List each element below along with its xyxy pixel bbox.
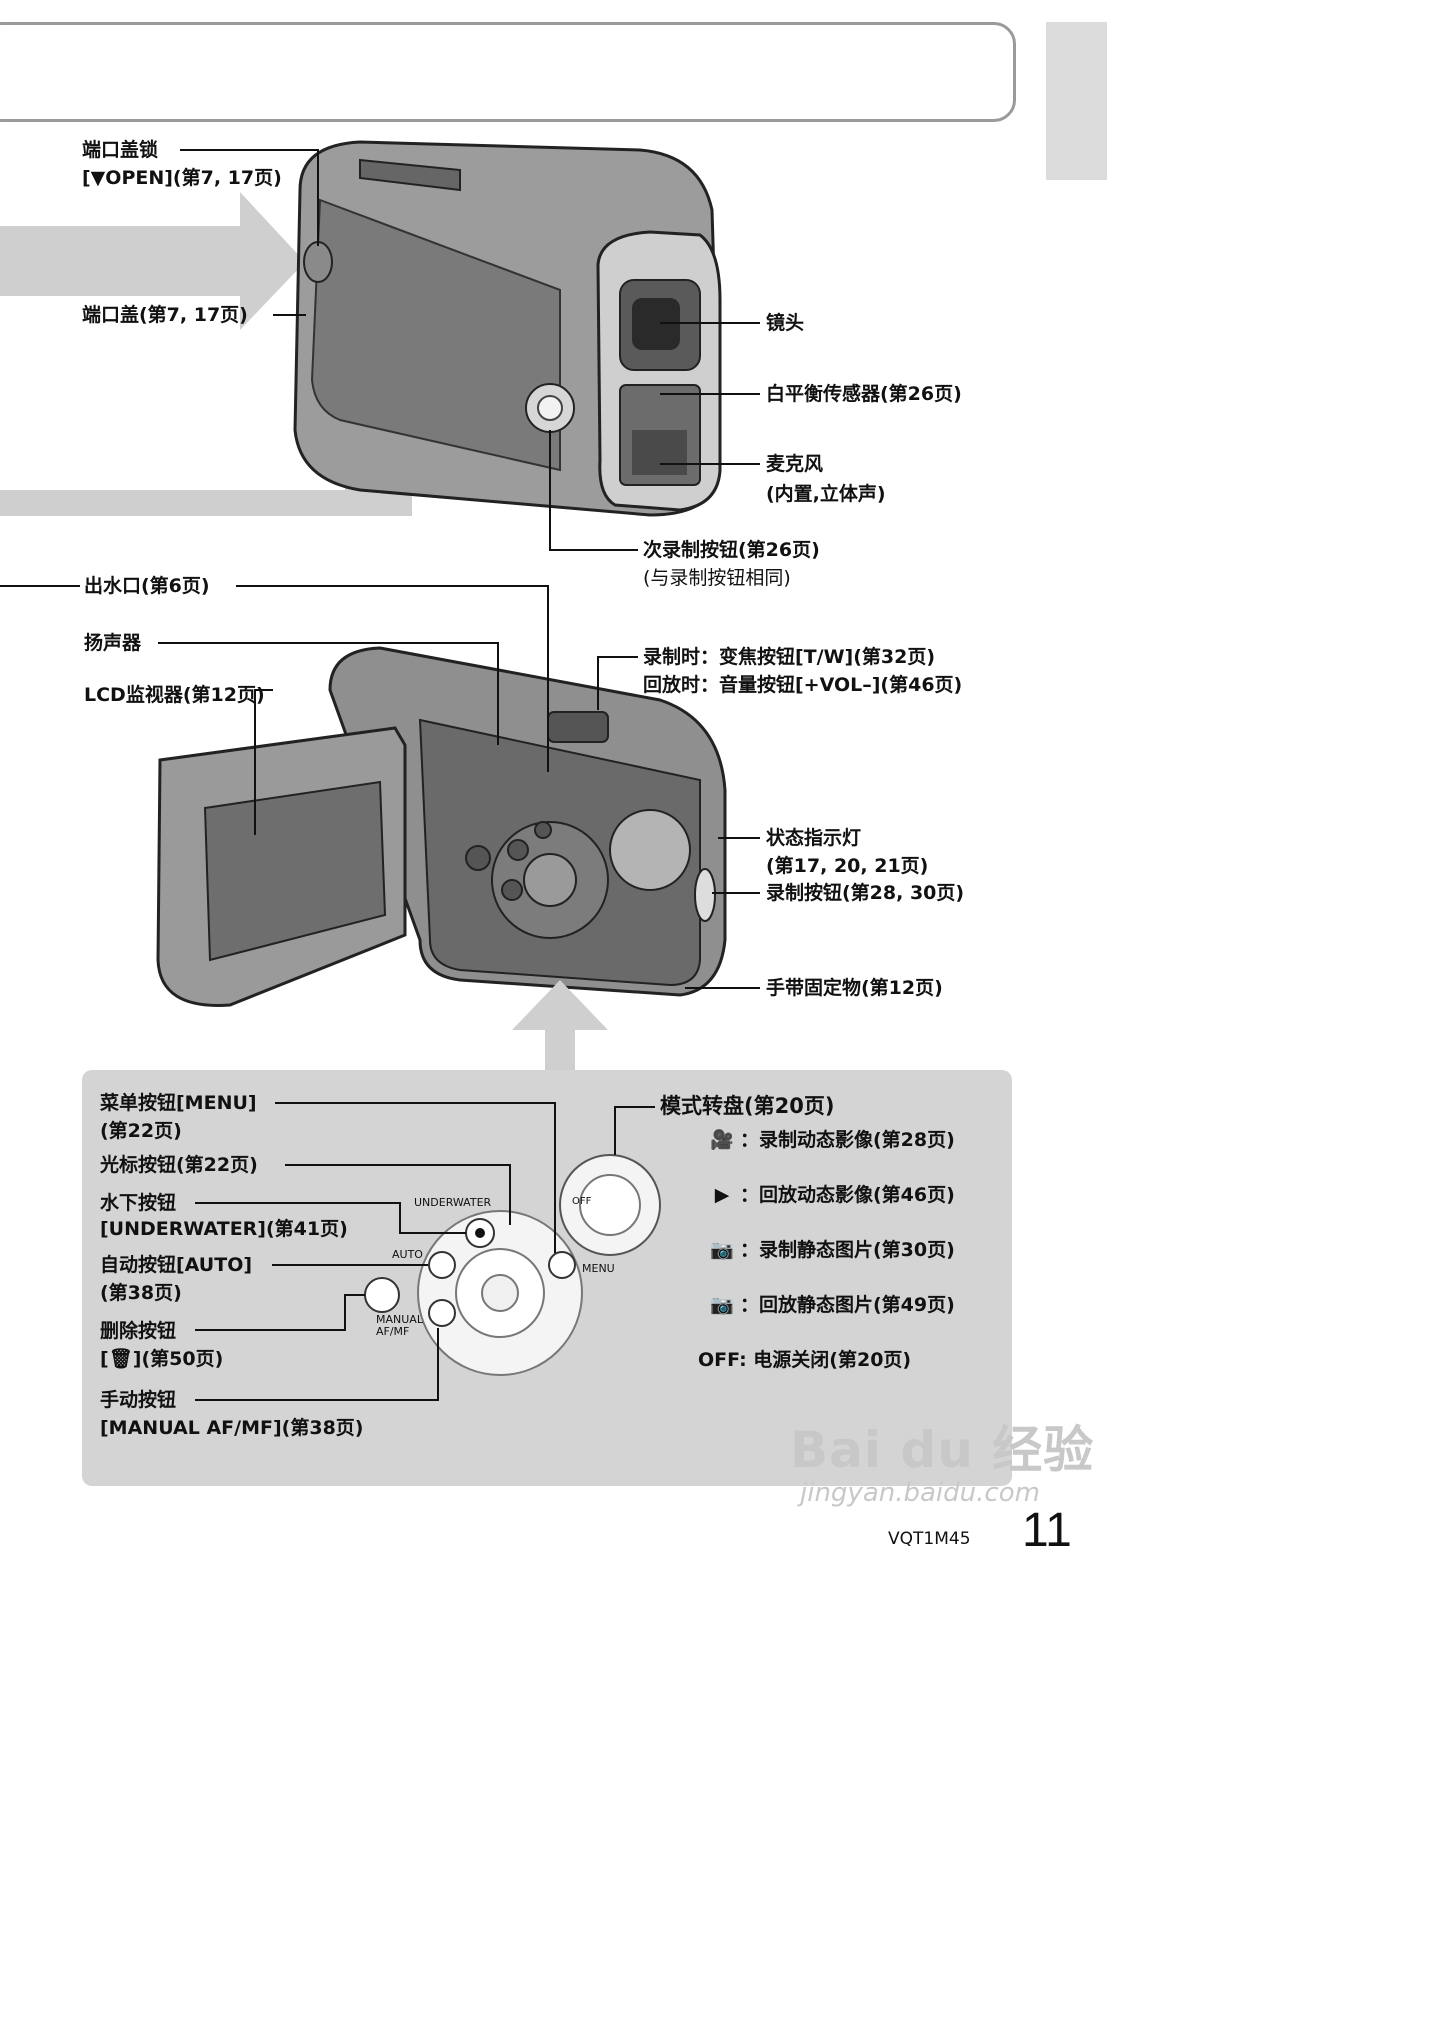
strap-label: 手带固定物(第12页): [766, 977, 943, 999]
mode-row-photo-play: 📷：回放静态图片(第49页): [704, 1291, 955, 1319]
menu-caption: MENU: [582, 1262, 615, 1275]
mode-row-off: OFF: 电源关闭(第20页): [698, 1349, 912, 1371]
underwater-button-ref: [UNDERWATER](第41页): [100, 1218, 348, 1240]
mic-sub-label: (内置,立体声): [766, 483, 886, 505]
baidu-watermark-url: jingyan.baidu.com: [800, 1478, 1040, 1508]
section-tab: [1046, 22, 1107, 180]
port-cover-label: 端口盖(第7, 17页): [82, 304, 248, 326]
lens-label: 镜头: [766, 312, 805, 334]
zoom-label: 录制时：变焦按钮[T/W](第32页): [643, 646, 936, 668]
auto-button-ref: (第38页): [100, 1282, 182, 1304]
manual-button-label: 手动按钮: [100, 1389, 177, 1411]
status-light-label: 状态指示灯: [766, 827, 862, 849]
wb-sensor-label: 白平衡传感器(第26页): [766, 383, 962, 405]
underwater-caption: UNDERWATER: [414, 1196, 492, 1209]
mode-row-movie-rec: 🎥：录制动态影像(第28页): [704, 1126, 955, 1154]
camera-icon: 📷: [710, 1239, 734, 1261]
underwater-button-label: 水下按钮: [100, 1192, 177, 1214]
auto-caption: AUTO: [392, 1248, 423, 1261]
camera-bottom-illustration: [156, 646, 727, 1007]
manual-button-ref: [MANUAL AF/MF](第38页): [100, 1417, 364, 1439]
movie-camera-icon: 🎥: [710, 1129, 734, 1151]
mode-row-movie-play: ▶：回放动态影像(第46页): [704, 1181, 955, 1209]
drain-label: 出水口(第6页): [84, 575, 210, 597]
play-icon: ▶: [714, 1184, 730, 1206]
camera-top-illustration: [293, 140, 722, 517]
rec-button-label: 录制按钮(第28, 30页): [766, 882, 965, 904]
dial-off-caption: OFF: [572, 1196, 592, 1207]
menu-button-ref: (第22页): [100, 1120, 182, 1142]
delete-button-ref: [🗑](第50页): [100, 1348, 224, 1370]
mode-row-photo-rec: 📷：录制静态图片(第30页): [704, 1236, 955, 1264]
status-light-ref: (第17, 20, 21页): [766, 855, 929, 877]
menu-button-label: 菜单按钮[MENU]: [100, 1092, 257, 1114]
header-frame: [0, 22, 1016, 122]
cursor-button-label: 光标按钮(第22页): [100, 1154, 258, 1176]
mode-dial-label: 模式转盘(第20页): [660, 1094, 835, 1118]
port-lock-ref: [▼OPEN](第7, 17页): [82, 167, 282, 189]
lcd-label: LCD监视器(第12页): [84, 684, 265, 706]
port-lock-label: 端口盖锁: [82, 139, 159, 161]
page-number: 11: [1022, 1504, 1072, 1557]
speaker-label: 扬声器: [84, 632, 142, 654]
volume-label: 回放时：音量按钮[+VOL–](第46页): [643, 674, 963, 696]
auto-button-label: 自动按钮[AUTO]: [100, 1254, 253, 1276]
sub-rec-note: (与录制按钮相同): [643, 567, 791, 589]
delete-button-label: 删除按钮: [100, 1320, 177, 1342]
baidu-watermark: Bai du 经验: [790, 1421, 1095, 1479]
model-code: VQT1M45: [888, 1529, 971, 1549]
sub-rec-label: 次录制按钮(第26页): [643, 539, 820, 561]
illustration-layer: [0, 140, 760, 1072]
mic-label: 麦克风: [766, 453, 824, 475]
playback-camera-icon: 📷: [710, 1294, 734, 1316]
panel-illustration-layer: [195, 1102, 661, 1401]
